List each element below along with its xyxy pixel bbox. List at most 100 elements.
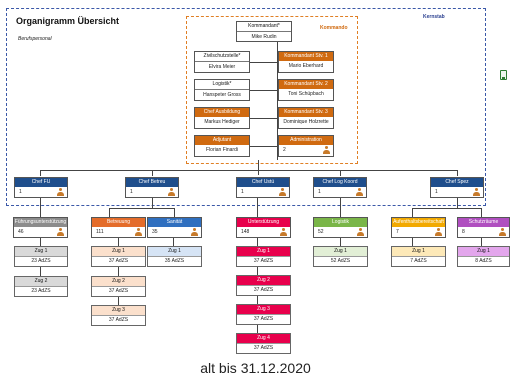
zivilschutzstelle-box[interactable]: Zivilschutzstelle* Elvira Meier [194, 51, 250, 73]
zug-box[interactable]: Zug 1 35 AdZS [147, 246, 202, 267]
chef-log-koord-box[interactable]: Chef Log Koord 1 [313, 177, 367, 198]
administration-box[interactable]: Administration 2 [278, 135, 334, 157]
section-count: 35 [148, 227, 201, 237]
administration-value: 2 [283, 147, 286, 153]
kommando-label: Kommando [320, 25, 348, 31]
section-count: 7 [392, 227, 445, 237]
zug-label: Zug 3 [92, 306, 145, 315]
connector-line [257, 197, 258, 217]
zug-label: Zug 2 [92, 277, 145, 286]
connector-line [109, 208, 175, 209]
connector-line [250, 118, 278, 119]
zug-label: Zug 1 [148, 247, 201, 256]
chef-betreu-count: 1 [126, 187, 178, 197]
kommandant-box[interactable]: Kommandant* Mike Rudin [236, 21, 292, 42]
zug-value: 37 AdZS [92, 315, 145, 325]
logistik-stab-box[interactable]: Logistik* Hanspeter Gross [194, 79, 250, 101]
zug-box[interactable]: Zug 1 52 AdZS [313, 246, 368, 267]
chef-spez-title: Chef Spez [431, 178, 483, 187]
chef-ausbildung-name: Markus Hediger [204, 119, 240, 125]
section-count: 8 [458, 227, 509, 237]
kommando-spine-line [277, 40, 278, 160]
section-count: 46 [14, 227, 67, 237]
person-icon [435, 228, 442, 236]
chef-ausbildung-box[interactable]: Chef Ausbildung Markus Hediger [194, 107, 250, 129]
kommandant-stv1-box[interactable]: Kommandant Stv. 1 Mario Eberhard [278, 51, 334, 73]
chef-spez-count: 1 [431, 187, 483, 197]
connector-line [457, 170, 458, 176]
chef-ustue-title: Chef Ustü [237, 178, 289, 187]
excel-file-icon[interactable] [500, 70, 507, 80]
kommandant-stv3-box[interactable]: Kommandant Stv. 3 Dominique Holzrette [278, 107, 334, 129]
zug-box[interactable]: Zug 2 37 AdZS [91, 276, 146, 297]
person-icon [279, 188, 286, 196]
kernstab-label: Kernstab [423, 14, 445, 20]
zug-box[interactable]: Zug 2 23 AdZS [14, 276, 68, 297]
zug-box[interactable]: Zug 1 7 AdZS [391, 246, 446, 267]
chef-spez-box[interactable]: Chef Spez 1 [430, 177, 484, 198]
connector-line [250, 90, 278, 91]
connector-line [340, 197, 341, 217]
connector-line [173, 236, 174, 246]
zug-value: 8 AdZS [458, 256, 509, 266]
zug-value: 37 AdZS [92, 256, 145, 266]
kommandant-stv2-box[interactable]: Kommandant Stv. 2 Toni Schüpbach [278, 79, 334, 101]
connector-line [152, 170, 153, 176]
chef-log-koord-title: Chef Log Koord [314, 178, 366, 187]
section-sanitaet[interactable]: Sanität 35 [147, 217, 202, 238]
zug-label: Zug 1 [15, 247, 67, 256]
zug-label: Zug 1 [314, 247, 367, 256]
section-title: Schutzräume [458, 218, 509, 227]
zug-box[interactable]: Zug 4 37 AdZS [236, 333, 291, 354]
connector-line [152, 197, 153, 208]
zug-box[interactable]: Zug 1 23 AdZS [14, 246, 68, 267]
section-count: 148 [237, 227, 290, 237]
connector-line [174, 208, 175, 217]
chef-ustue-box[interactable]: Chef Ustü 1 [236, 177, 290, 198]
zug-label: Zug 2 [15, 277, 67, 286]
kommandant-stv2-name: Toni Schüpbach [288, 91, 324, 97]
zug-box[interactable]: Zug 1 37 AdZS [91, 246, 146, 267]
section-title: Aufenthaltsbereitschaft [392, 218, 445, 227]
section-title: Logistik [314, 218, 367, 227]
kommandant-name: Mike Rudin [237, 31, 291, 41]
section-value: 35 [152, 229, 158, 235]
zug-box[interactable]: Zug 2 37 AdZS [236, 275, 291, 296]
zug-label: Zug 1 [458, 247, 509, 256]
zug-value: 37 AdZS [237, 256, 290, 266]
section-unterstuetzung[interactable]: Unterstützung 148 [236, 217, 291, 238]
kommandant-title: Kommandant* [237, 22, 291, 31]
section-aufenthaltsbereitschaft[interactable]: Aufenthaltsbereitschaft 7 [391, 217, 446, 238]
chef-fu-box[interactable]: Chef FU 1 [14, 177, 68, 198]
zivilschutzstelle-name: Elvira Meier [208, 64, 236, 70]
connector-line [457, 197, 458, 208]
logistik-stab-name: Hanspeter Gross [203, 92, 241, 98]
connector-line [412, 208, 413, 217]
chef-fu-title: Chef FU [15, 178, 67, 187]
section-fuehrungsunterstuetzung[interactable]: Führungsunterstützung 46 [13, 217, 68, 238]
adjutant-box[interactable]: Adjutant Florian Finardi [194, 135, 250, 157]
person-icon [473, 188, 480, 196]
person-icon [323, 146, 330, 154]
connector-line [340, 170, 341, 176]
section-betreuung[interactable]: Betreuung 111 [91, 217, 146, 238]
zug-box[interactable]: Zug 3 37 AdZS [236, 304, 291, 325]
zug-value: 52 AdZS [314, 256, 367, 266]
zug-box[interactable]: Zug 1 8 AdZS [457, 246, 510, 267]
section-count: 111 [92, 227, 145, 237]
zug-value: 23 AdZS [15, 256, 67, 266]
zug-value: 37 AdZS [92, 286, 145, 296]
connector-line [40, 170, 41, 176]
chef-betreu-box[interactable]: Chef Betreu 1 [125, 177, 179, 198]
section-schutzraeume[interactable]: Schutzräume 8 [457, 217, 510, 238]
connector-line [109, 208, 110, 217]
zug-box[interactable]: Zug 1 37 AdZS [236, 246, 291, 267]
section-value: 52 [318, 229, 324, 235]
chef-fu-value: 1 [19, 189, 22, 195]
page-subtitle: Berufspersonal [18, 36, 52, 42]
person-icon [357, 228, 364, 236]
section-logistik[interactable]: Logistik 52 [313, 217, 368, 238]
zug-box[interactable]: Zug 3 37 AdZS [91, 305, 146, 326]
kommandant-stv2-title: Kommandant Stv. 2 [279, 80, 333, 89]
kernstab-frame [6, 8, 486, 206]
